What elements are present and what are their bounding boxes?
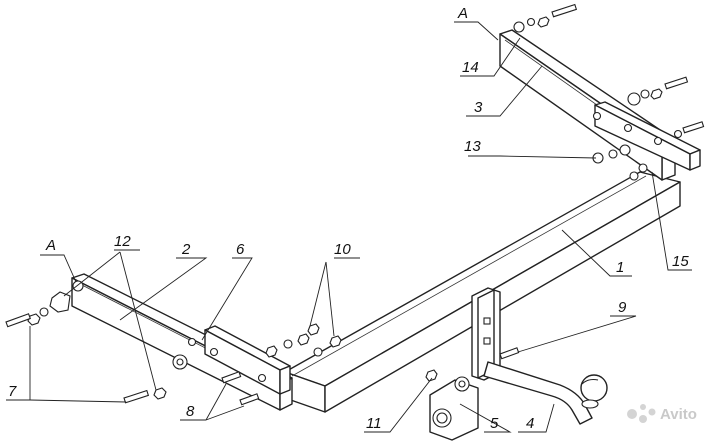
callout-3: 3 (474, 99, 483, 116)
main-beam (284, 171, 681, 413)
socket-plate (429, 376, 479, 441)
callout-15: 15 (672, 253, 689, 270)
callout-10: 10 (334, 241, 351, 258)
leader-lines (6, 21, 692, 433)
hardware-bolts-8 (187, 337, 267, 406)
callout-11: 11 (366, 415, 382, 432)
hardware-left-end (5, 280, 188, 404)
hardware-nuts-10 (265, 323, 342, 358)
callout-7: 7 (8, 383, 17, 400)
callout-6: 6 (236, 241, 245, 258)
callout-13: 13 (464, 138, 481, 155)
callout-5: 5 (490, 415, 499, 432)
callout-9: 9 (618, 299, 627, 316)
watermark-text: Avito (660, 406, 697, 423)
callout-12: 12 (114, 233, 131, 250)
ball-arm (483, 361, 608, 425)
left-bracket (71, 273, 293, 411)
avito-dots-icon (627, 404, 656, 423)
callout-2: 2 (181, 241, 191, 258)
callout-14: 14 (462, 59, 479, 76)
callout-labels: A 14 3 13 15 1 A 12 2 6 10 7 8 11 5 4 9 (8, 5, 689, 432)
watermark: Avito (627, 404, 697, 423)
callout-view-a-left: A (45, 237, 56, 254)
callout-view-a-top: A (457, 5, 468, 22)
callout-8: 8 (186, 403, 195, 420)
hardware-top-right (513, 3, 705, 139)
callout-1: 1 (616, 259, 624, 276)
hardware-9-11 (425, 347, 520, 382)
callout-4: 4 (526, 415, 534, 432)
hardware-right-nuts (592, 111, 663, 181)
